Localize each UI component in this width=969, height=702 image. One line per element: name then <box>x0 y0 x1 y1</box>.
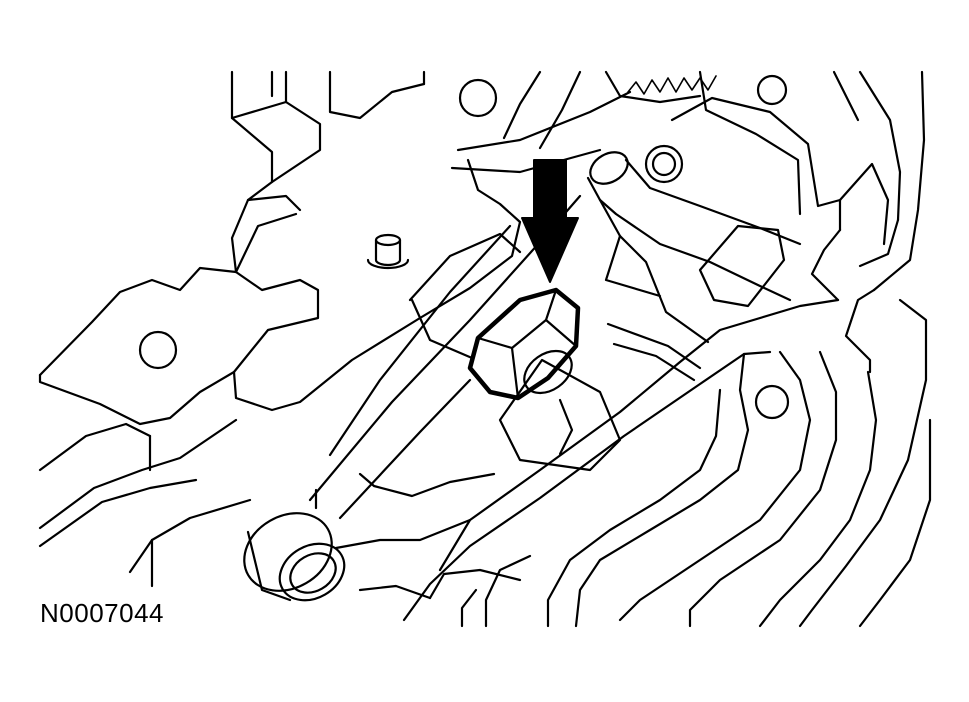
lower-plate <box>334 298 932 628</box>
bore-outer <box>644 144 684 184</box>
serrated-edge <box>502 70 717 150</box>
arrow-down-icon <box>521 159 579 283</box>
top-hole <box>756 74 788 106</box>
mounting-hole <box>138 330 178 370</box>
bore-inner <box>651 151 677 177</box>
side-hole <box>754 384 790 420</box>
top-features <box>366 74 790 420</box>
plug-fitting <box>243 512 346 602</box>
locating-hole <box>458 78 498 118</box>
shift-shaft <box>586 151 802 382</box>
right-casting <box>670 70 926 374</box>
figure-reference-number: N0007044 <box>40 598 164 628</box>
upper-housing <box>230 70 522 412</box>
hex-bolt-icon <box>467 287 581 401</box>
left-flange <box>38 266 252 588</box>
center-rails <box>308 90 632 520</box>
